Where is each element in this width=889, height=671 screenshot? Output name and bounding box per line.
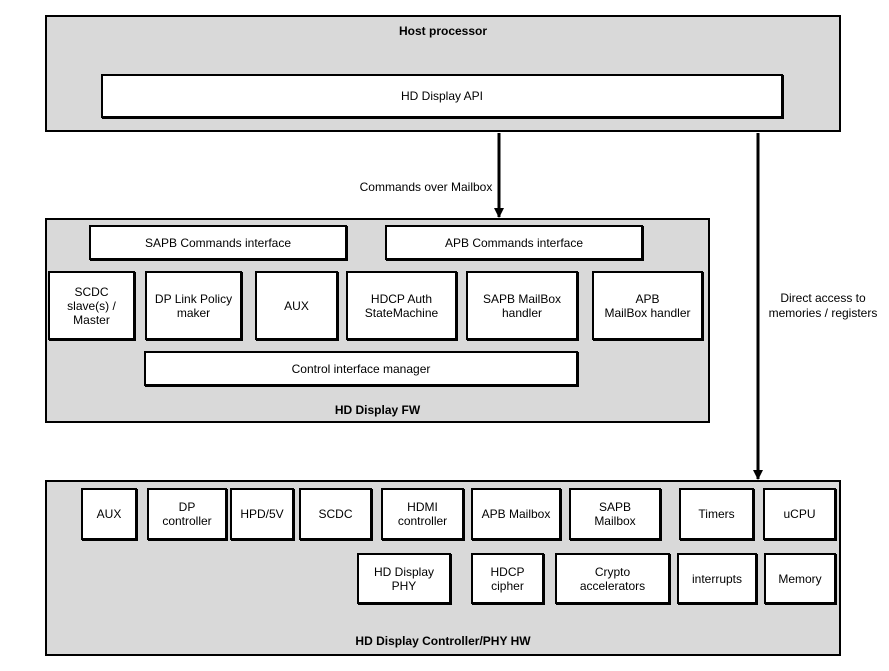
sapb-commands-interface-box: SAPB Commands interface xyxy=(89,225,347,260)
hw-block-label: SCDC xyxy=(318,507,353,521)
host-processor-title: Host processor xyxy=(398,24,488,38)
fw-module-scdc: SCDC slave(s) / Master xyxy=(48,271,135,340)
commands-over-mailbox-label: Commands over Mailbox xyxy=(359,180,493,194)
control-interface-manager-box: Control interface manager xyxy=(144,351,578,386)
fw-module-label: SCDC slave(s) / Master xyxy=(67,284,116,327)
hw-block-sapb-mailbox: SAPB Mailbox xyxy=(569,488,661,540)
apb-commands-interface-label: APB Commands interface xyxy=(444,235,584,250)
hw-block-label: Memory xyxy=(778,571,822,586)
hw-block-label: AUX xyxy=(96,507,122,521)
hd-display-fw-title: HD Display FW xyxy=(334,403,421,417)
hw-block-apb-mailbox: APB Mailbox xyxy=(471,488,561,540)
fw-module-label: HDCP Auth StateMachine xyxy=(364,291,439,320)
apb-commands-interface-box: APB Commands interface xyxy=(385,225,643,260)
hw-block-label: Crypto accelerators xyxy=(579,564,646,593)
fw-module-label: SAPB MailBox handler xyxy=(482,291,562,320)
hw-block-label: HDMI controller xyxy=(397,500,448,528)
control-interface-manager-label: Control interface manager xyxy=(291,361,431,376)
hw-block-label: DP controller xyxy=(162,500,212,528)
hw-block-dp-controller: DP controller xyxy=(147,488,227,540)
hd-display-api-box: HD Display API xyxy=(101,74,783,118)
hw-block-crypto-accelerators: Crypto accelerators xyxy=(555,553,670,604)
hw-block-hpd-5v: HPD/5V xyxy=(230,488,294,540)
hw-block-interrupts: interrupts xyxy=(677,553,757,604)
hd-display-api-label: HD Display API xyxy=(400,89,484,103)
hw-block-scdc: SCDC xyxy=(299,488,372,540)
hw-layer-title: HD Display Controller/PHY HW xyxy=(355,634,531,648)
fw-module-sapb-mailbox-handler: SAPB MailBox handler xyxy=(466,271,578,340)
hw-block-label: SAPB Mailbox xyxy=(594,500,636,528)
fw-module-apb-mailbox-handler: APB MailBox handler xyxy=(592,271,703,340)
hw-block-label: APB Mailbox xyxy=(481,507,551,521)
hw-block-label: HD Display PHY xyxy=(373,564,434,593)
hw-block-label: uCPU xyxy=(783,507,816,521)
fw-module-label: DP Link Policy maker xyxy=(154,291,233,320)
direct-access-label: Direct access to memories / registers xyxy=(768,291,878,320)
fw-module-label: APB MailBox handler xyxy=(604,291,691,320)
hw-block-aux: AUX xyxy=(81,488,137,540)
hw-block-ucpu: uCPU xyxy=(763,488,836,540)
hw-block-hdmi-controller: HDMI controller xyxy=(381,488,464,540)
hw-block-memory: Memory xyxy=(764,553,836,604)
hw-block-label: interrupts xyxy=(691,571,743,586)
hw-block-label: HPD/5V xyxy=(240,507,284,521)
hw-block-label: Timers xyxy=(698,507,735,521)
hw-block-label: HDCP cipher xyxy=(490,564,525,593)
hw-block-timers: Timers xyxy=(679,488,754,540)
hw-block-hd-display-phy: HD Display PHY xyxy=(357,553,451,604)
fw-module-aux: AUX xyxy=(255,271,338,340)
fw-module-hdcp-auth: HDCP Auth StateMachine xyxy=(346,271,457,340)
fw-module-dp-link-policy: DP Link Policy maker xyxy=(145,271,242,340)
hw-block-hdcp-cipher: HDCP cipher xyxy=(471,553,544,604)
sapb-commands-interface-label: SAPB Commands interface xyxy=(144,235,292,250)
fw-module-label: AUX xyxy=(284,298,309,313)
